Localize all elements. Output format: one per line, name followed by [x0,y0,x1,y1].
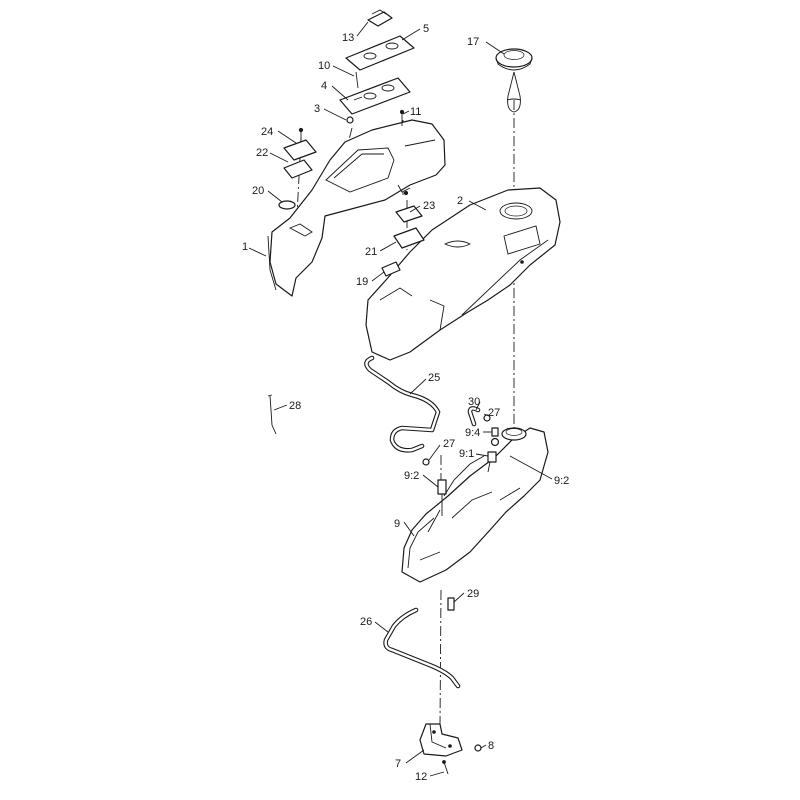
callout-26: 26 [360,616,372,628]
callout-9-4: 9:4 [465,427,480,439]
part-21-bracket [393,227,425,249]
part-22-bracket [283,139,317,161]
callout-11: 11 [410,106,421,118]
callout-3: 3 [314,103,320,115]
part-28-cable-tie [267,394,277,435]
part-13-latch [367,11,393,27]
tank-fittings [422,414,500,516]
callout-13: 13 [342,32,354,44]
part-10-pin [355,71,359,89]
fitting-9-1 [487,451,497,463]
part-4-plate [339,77,411,115]
fitting-9-2a [437,479,447,495]
fitting-9-4 [491,427,499,437]
part-3-nut [346,116,354,124]
part-7-bracket [419,723,463,757]
callout-21: 21 [365,246,377,258]
part-30-hose [467,406,481,427]
part-23-bracket [395,205,423,223]
part-20-pad [278,200,296,210]
part-8-bolt [474,744,482,752]
callout-24: 24 [261,126,273,138]
callout-4: 4 [321,80,327,92]
part-2-hood [365,187,561,361]
callout-12: 12 [415,771,427,783]
callout-25: 25 [428,372,440,384]
callout-30: 30 [468,396,480,408]
callout-7: 7 [395,758,401,770]
callout-27-lower: 27 [443,438,455,450]
part-12-screw [442,760,449,775]
callout-23: 23 [423,200,435,212]
callout-9-1: 9:1 [459,448,474,460]
part-29-fitting [447,597,455,611]
callout-22: 22 [256,147,268,159]
callout-19: 19 [356,276,368,288]
callout-labels: 13 5 17 10 4 3 11 24 22 20 2 23 21 1 19 … [242,23,569,783]
callout-9-2-right: 9:2 [554,475,569,487]
callout-2: 2 [457,195,463,207]
callout-1: 1 [242,241,248,253]
callout-17: 17 [467,36,479,48]
part-1-rear-panel [267,119,446,297]
callout-5: 5 [423,23,429,35]
callout-10: 10 [318,60,330,72]
part-5-plate [345,35,415,71]
callout-28: 28 [289,400,301,412]
leader-lines [248,21,553,777]
part-19-pad [381,261,401,277]
callout-9: 9 [394,518,400,530]
part-25-fuel-line [364,355,441,453]
callout-27-upper: 27 [488,407,500,419]
part-17-fuel-cap [495,48,533,113]
upper-hardware [278,9,533,277]
part-9-fuel-tank [401,427,549,583]
callout-8: 8 [488,740,494,752]
part-26-hose [383,607,461,689]
part-27-clamp-lower [422,458,430,466]
callout-29: 29 [467,588,479,600]
callout-20: 20 [252,185,264,197]
callout-9-2-left: 9:2 [404,470,419,482]
